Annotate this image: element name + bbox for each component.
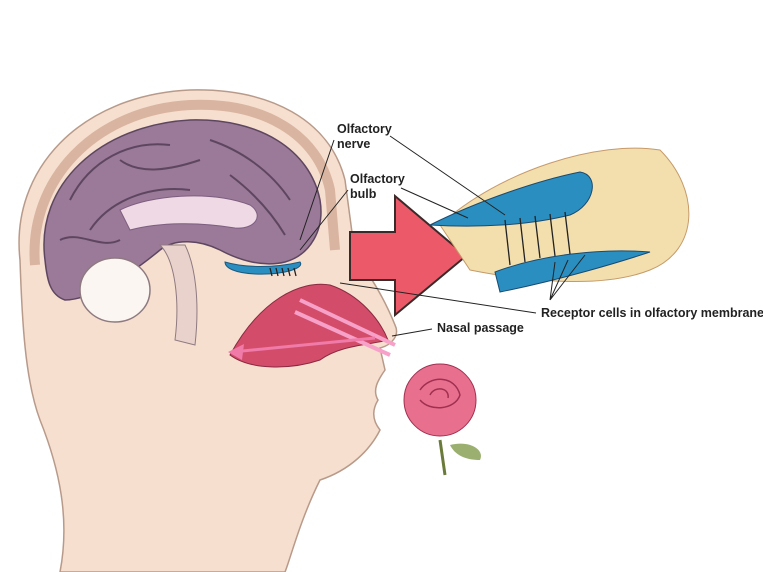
label-line: Olfactory [337,122,392,136]
magnified-bulb [428,171,593,227]
label-line: nerve [337,137,371,151]
rose [403,363,481,476]
magnified-olfactory-region [428,147,690,293]
olfactory-bulb-shape [224,261,302,275]
label-receptor-cells: Receptor cells in olfactory membrane [541,306,763,320]
leader-lines [299,135,586,337]
label-line: bulb [350,187,377,201]
label-olfactory-bulb: Olfactory bulb [350,172,405,202]
magnify-arrow [349,193,468,318]
label-nasal-passage: Nasal passage [437,321,524,335]
cerebellum [79,257,151,323]
nasal-cavity [228,283,396,368]
brain [43,119,322,346]
label-line: Olfactory [350,172,405,186]
label-olfactory-nerve: Olfactory nerve [337,122,392,152]
